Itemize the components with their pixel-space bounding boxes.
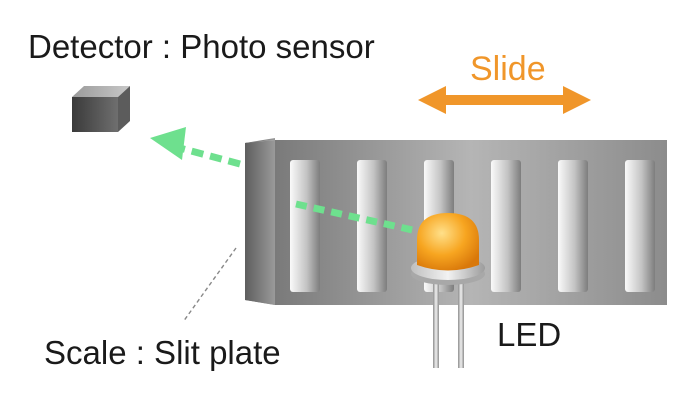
light-beam-inner <box>295 200 427 237</box>
detector-label: Detector : Photo sensor <box>28 28 375 65</box>
slide-arrow-icon <box>418 86 591 114</box>
slit-plate <box>245 138 667 305</box>
scale-label: Scale : Slit plate <box>44 334 281 371</box>
light-beam-arrow <box>150 127 241 168</box>
scale-leader-line <box>182 247 237 323</box>
led-label: LED <box>497 316 562 353</box>
led-icon <box>411 213 485 368</box>
photo-sensor-block <box>72 86 130 132</box>
slide-label: Slide <box>470 50 546 88</box>
